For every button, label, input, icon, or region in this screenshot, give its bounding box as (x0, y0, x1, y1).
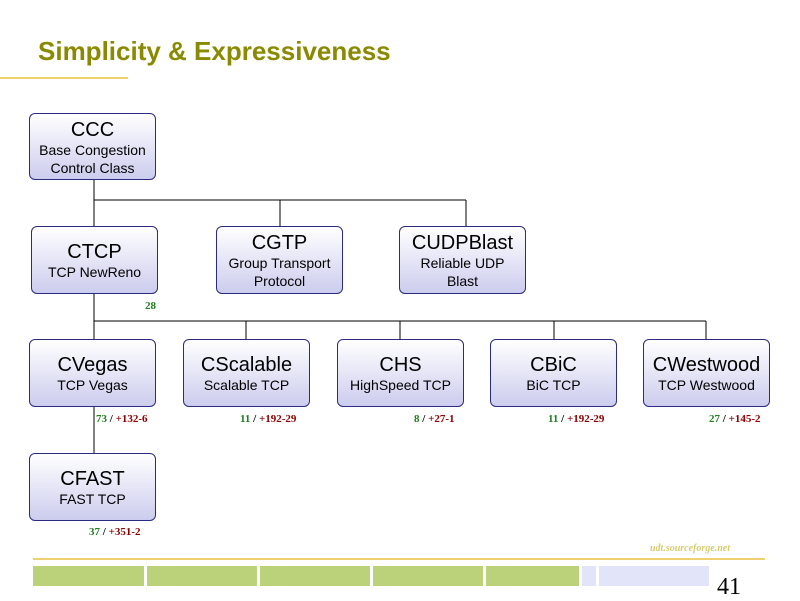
node-name: CHS (379, 354, 422, 376)
node-desc: Protocol (253, 273, 306, 289)
stat-separator: / (253, 413, 257, 425)
stat-diff: +192-29 (566, 413, 605, 425)
stat-cwestwood: 27 / +145-2 (709, 413, 761, 425)
footer-rule (33, 558, 765, 560)
page-number: 41 (717, 574, 741, 600)
stat-lines: 8 (414, 413, 420, 425)
footer-bar-segment (373, 566, 483, 586)
node-desc: BiC TCP (526, 377, 581, 393)
footer-bar-segment (582, 566, 596, 586)
stat-cscalable: 11 / +192-29 (240, 413, 296, 425)
footer-bar-segment (599, 566, 709, 586)
stat-diff: +351-2 (108, 526, 141, 538)
stat-cfast: 37 / +351-2 (89, 526, 141, 538)
node-cvegas: CVegas TCP Vegas (29, 339, 156, 407)
footer-bar-segment (147, 566, 257, 586)
stat-lines: 73 (96, 413, 107, 425)
node-chs: CHS HighSpeed TCP (337, 339, 464, 407)
stat-separator: / (722, 413, 726, 425)
footer-url: udt.sourceforge.net (650, 543, 730, 554)
node-name: CVegas (57, 354, 128, 376)
stat-ctcp: 28 (145, 300, 156, 312)
node-desc: TCP Westwood (658, 377, 755, 393)
footer-bar-segment (260, 566, 370, 586)
stat-lines: 28 (145, 300, 156, 312)
stat-lines: 27 (709, 413, 720, 425)
node-ctcp: CTCP TCP NewReno (31, 226, 158, 294)
stat-cbic: 11 / +192-29 (548, 413, 604, 425)
slide-title: Simplicity & Expressiveness (38, 36, 391, 66)
node-name: CBiC (530, 354, 577, 376)
stat-lines: 11 (548, 413, 559, 425)
stat-diff: +27-1 (428, 413, 455, 425)
edge-ccc-children (93, 180, 467, 226)
stat-lines: 11 (240, 413, 251, 425)
stat-separator: / (102, 526, 106, 538)
node-cwestwood: CWestwood TCP Westwood (643, 339, 770, 407)
node-name: CWestwood (652, 354, 761, 376)
node-cudpblast: CUDPBlast Reliable UDP Blast (399, 226, 526, 294)
stat-chs: 8 / +27-1 (414, 413, 455, 425)
footer-bar-segment (486, 566, 579, 586)
node-name: CUDPBlast (411, 232, 514, 254)
footer-bar-segment (33, 566, 144, 586)
stat-cvegas: 73 / +132-6 (96, 413, 148, 425)
stat-diff: +132-6 (115, 413, 148, 425)
stat-separator: / (422, 413, 426, 425)
node-ccc: CCC Base Congestion Control Class (29, 113, 156, 180)
node-name: CTCP (67, 241, 122, 263)
node-cgtp: CGTP Group Transport Protocol (216, 226, 343, 294)
stat-separator: / (561, 413, 565, 425)
node-desc: Blast (446, 273, 479, 289)
node-desc: Group Transport (228, 255, 331, 271)
node-desc: Base Congestion (39, 142, 146, 158)
node-desc: Control Class (50, 160, 135, 176)
node-cbic: CBiC BiC TCP (490, 339, 617, 407)
node-desc: Reliable UDP (420, 255, 505, 271)
title-underline (0, 77, 128, 79)
stat-diff: +145-2 (728, 413, 761, 425)
node-name: CScalable (200, 354, 293, 376)
node-desc: HighSpeed TCP (350, 377, 451, 393)
node-desc: Scalable TCP (203, 377, 290, 393)
node-cscalable: CScalable Scalable TCP (183, 339, 310, 407)
node-name: CCC (70, 119, 115, 141)
node-desc: TCP NewReno (47, 264, 142, 280)
edge-ctcp-children (93, 294, 707, 339)
node-cfast: CFAST FAST TCP (29, 453, 156, 521)
stat-diff: +192-29 (258, 413, 297, 425)
stat-separator: / (109, 413, 113, 425)
node-name: CFAST (60, 468, 125, 490)
stat-lines: 37 (89, 526, 100, 538)
node-name: CGTP (251, 232, 308, 254)
node-desc: TCP Vegas (57, 377, 128, 393)
node-desc: FAST TCP (59, 491, 126, 507)
